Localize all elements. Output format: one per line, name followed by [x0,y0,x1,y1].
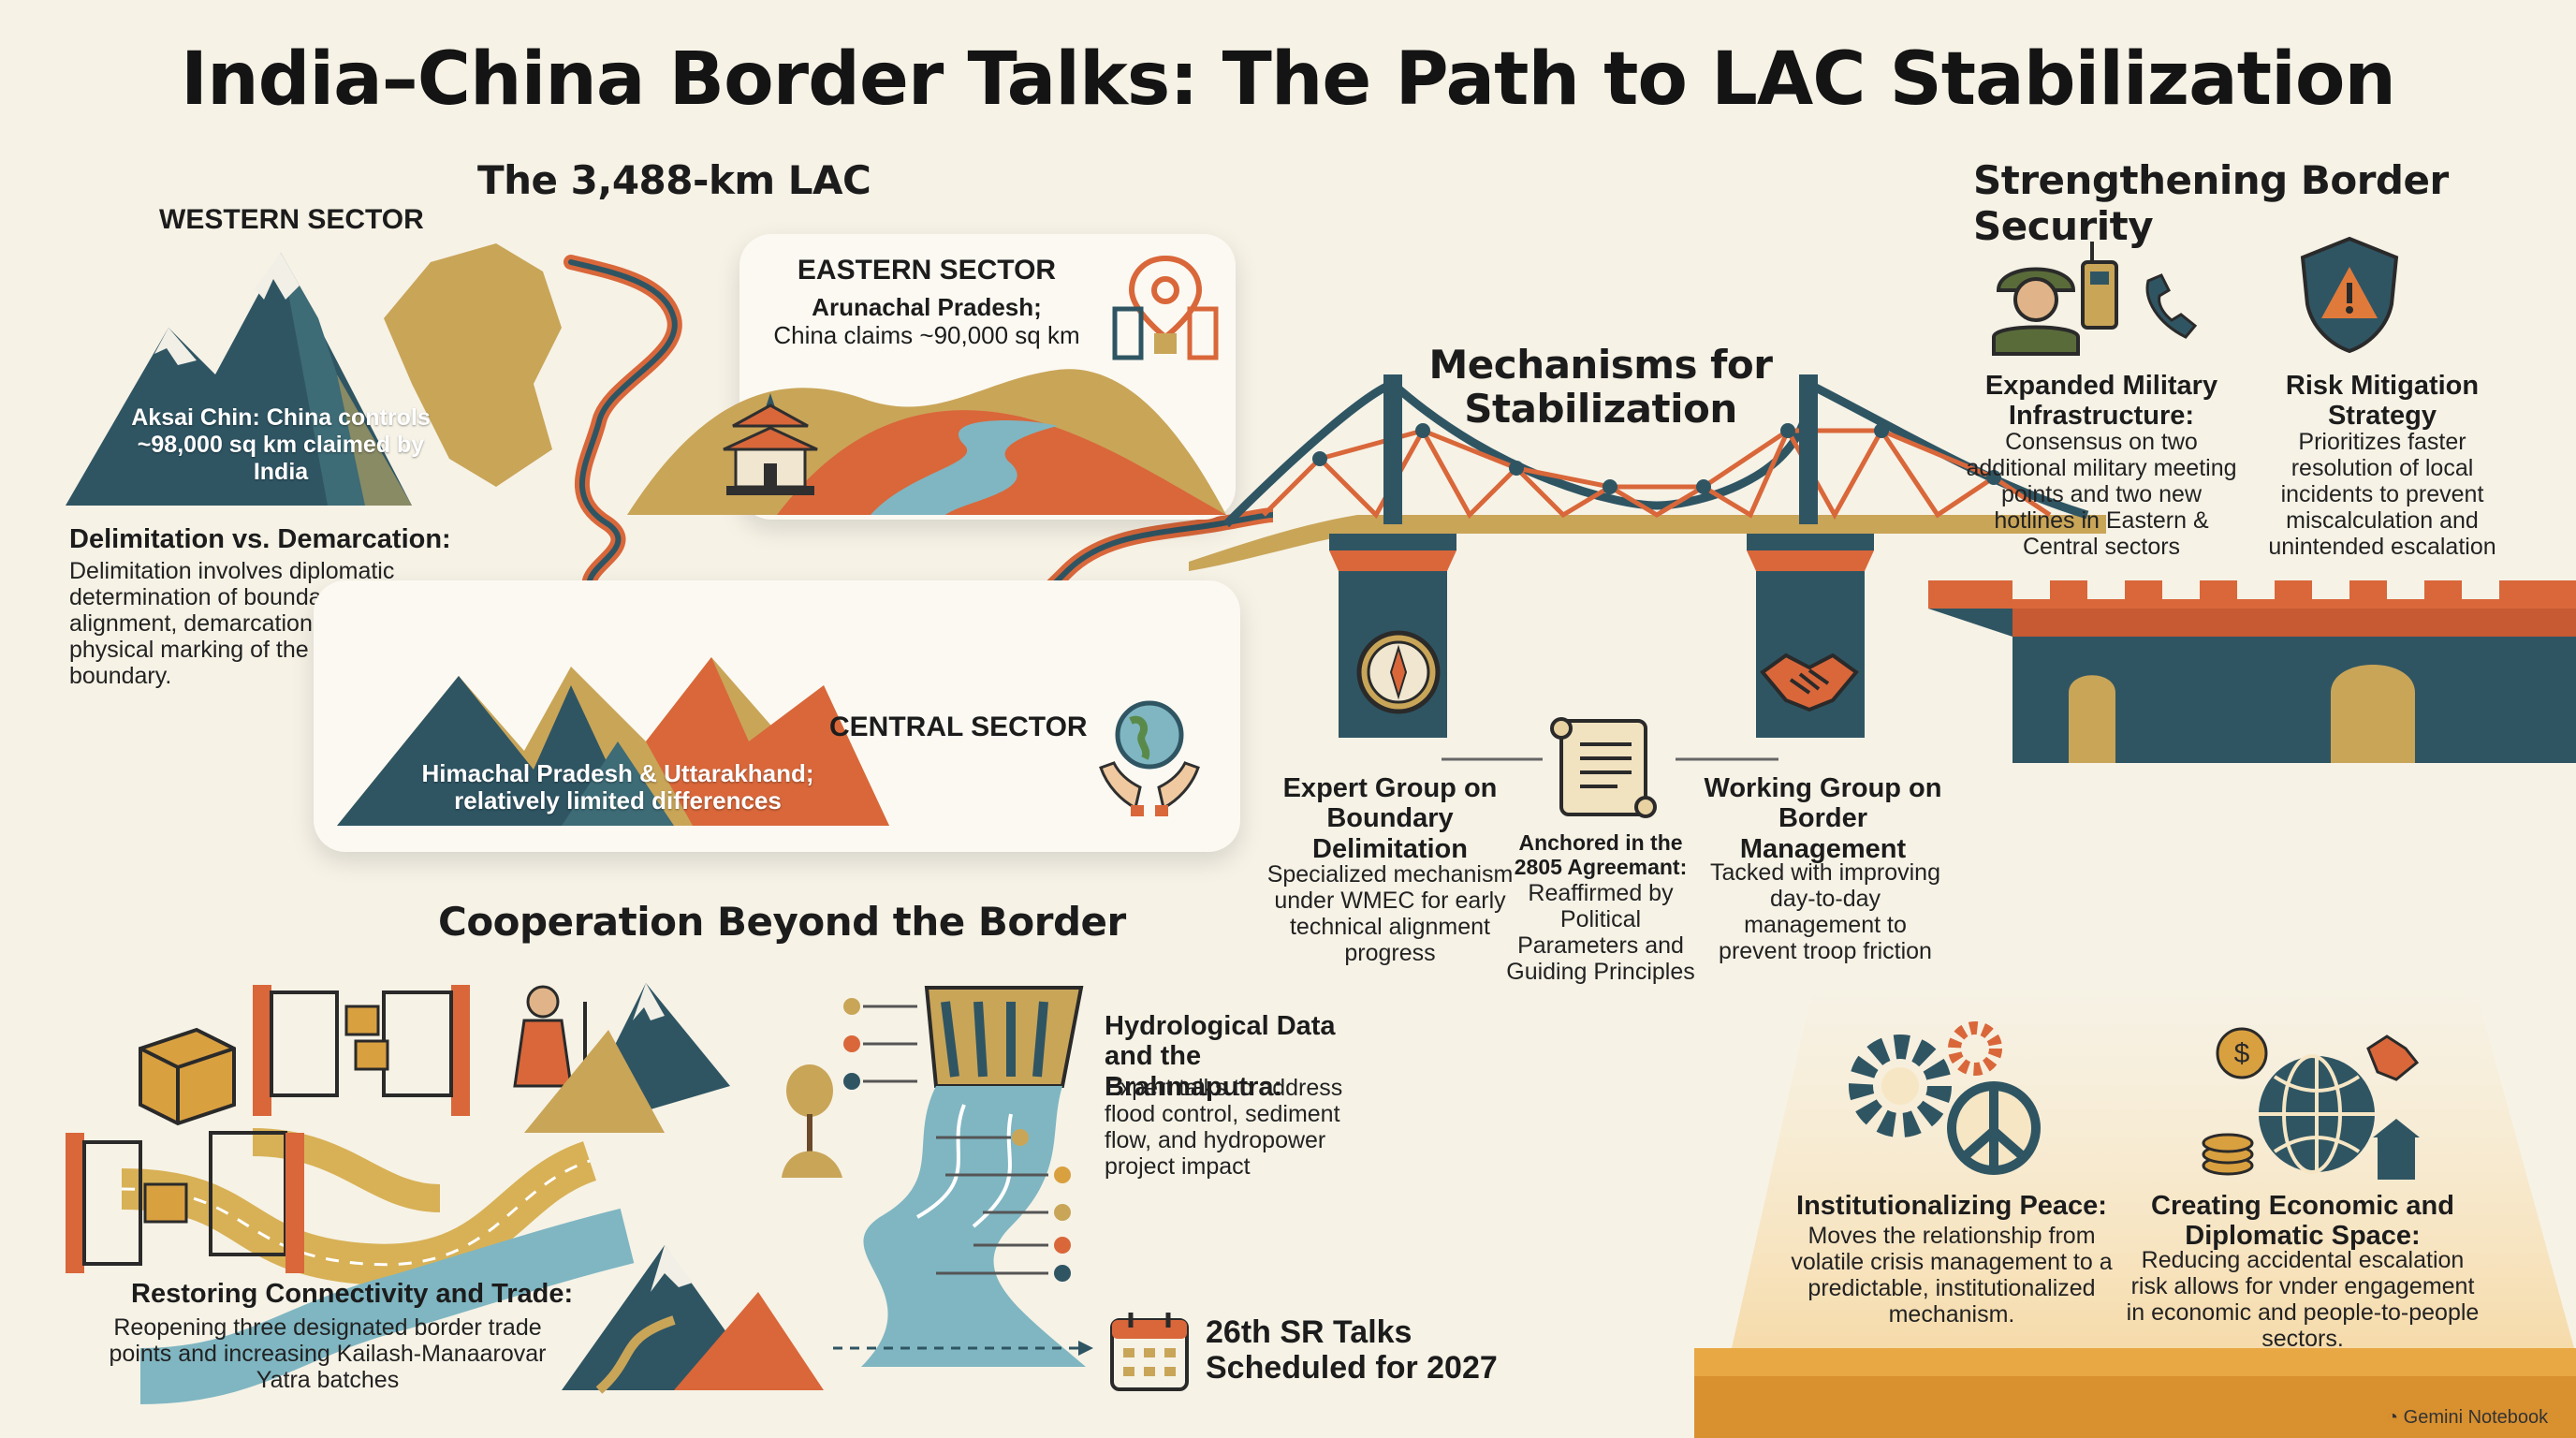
delimitation-heading: Delimitation vs. Demarcation: [69,524,451,554]
trade-connectivity-illustration [66,985,635,1404]
western-sector-label: WESTERN SECTOR [159,204,424,235]
eastern-sector-detail: China claims ~90,000 sq km [773,321,1080,349]
hydro-text: Expert talks to address flood control, s… [1105,1075,1343,1180]
expert-group-heading: Expert Group on Boundary Delimitation [1282,773,1498,864]
sr-talks-text: 26th SR Talks Scheduled for 2027 [1206,1314,1498,1387]
gears-peace-icon [1849,1021,2041,1175]
peace-heading: Institutionalizing Peace: [1796,1191,2107,1221]
peace-text: Moves the relationship from volatile cri… [1791,1223,2113,1328]
risk-text: Prioritizes faster resolution of local i… [2268,429,2496,560]
military-text: Consensus on two additional military mee… [1966,429,2237,560]
central-mountains [337,657,889,826]
agreement-connector [1442,757,1778,761]
hydro-heading: Hydrological Data and the Brahmaputra: [1105,1011,1336,1102]
handshake-icon [1760,653,1859,712]
security-heading: Strengthening Border Security [1973,157,2449,249]
river-mountains [562,1245,824,1394]
tree-icons [782,1064,842,1178]
aksai-chin-text: Aksai Chin: China controls ~98,000 sq km… [131,404,431,485]
soldier-hotline-icon [1992,242,2198,356]
compass-icon [1356,630,1441,714]
agreement-scroll-icon [1550,717,1657,818]
branding-text: Gemini Notebook [2403,1407,2549,1428]
timeline-arrow [833,1341,1093,1356]
warning-shield-icon [2300,236,2399,354]
map-pin-icon [1112,255,1219,360]
risk-heading: Risk Mitigation Strategy [2285,371,2480,432]
cooperation-heading: Cooperation Beyond the Border [438,899,1126,945]
economic-heading: Creating Economic and Diplomatic Space: [2151,1191,2454,1252]
cooperation-mountains [524,983,730,1133]
agreement-text: Reaffirmed by Political Parameters and G… [1506,880,1695,985]
economic-text: Reducing accidental escalation risk allo… [2126,1247,2480,1352]
central-sector-label: CENTRAL SECTOR [829,712,1088,742]
expert-group-text: Specialized mechanism under WMEC for ear… [1266,861,1514,966]
eastern-sector-label: EASTERN SECTOR [797,255,1057,286]
central-sector-text: Himachal Pradesh & Uttarakhand; relative… [421,759,814,815]
agreement-heading: Anchored in the 2805 Agreemant: [1514,830,1688,879]
globe-coins-icon: $ [2202,1027,2420,1180]
page-title: India–China Border Talks: The Path to LA… [181,37,2396,122]
notebook-icon: ◔ [2387,1407,2399,1428]
mechanisms-heading: Mechanisms for Stabilization [1428,342,1773,433]
working-group-text: Tacked with improving day-to-day managem… [1710,859,1940,964]
branding-label: ◔ Gemini Notebook [2387,1407,2548,1429]
dam-river-illustration [843,986,1086,1367]
military-heading: Expanded Military Infrastructure: [1984,371,2218,432]
fortress-wall [1928,580,2576,763]
globe-hands-icon [1099,700,1200,816]
svg-text:$: $ [2234,1038,2250,1069]
lac-heading: The 3,488-km LAC [477,157,871,203]
western-sector-illustration [66,243,562,506]
trade-heading: Restoring Connectivity and Trade: [131,1279,574,1309]
working-group-heading: Working Group on Border Management [1704,773,1942,864]
trade-text: Reopening three designated border trade … [109,1314,547,1393]
data-points [936,1129,1071,1282]
calendar-icon [1110,1313,1189,1391]
monastery-icon [723,393,818,495]
eastern-sector-subtitle: Arunachal Pradesh; [812,293,1042,321]
